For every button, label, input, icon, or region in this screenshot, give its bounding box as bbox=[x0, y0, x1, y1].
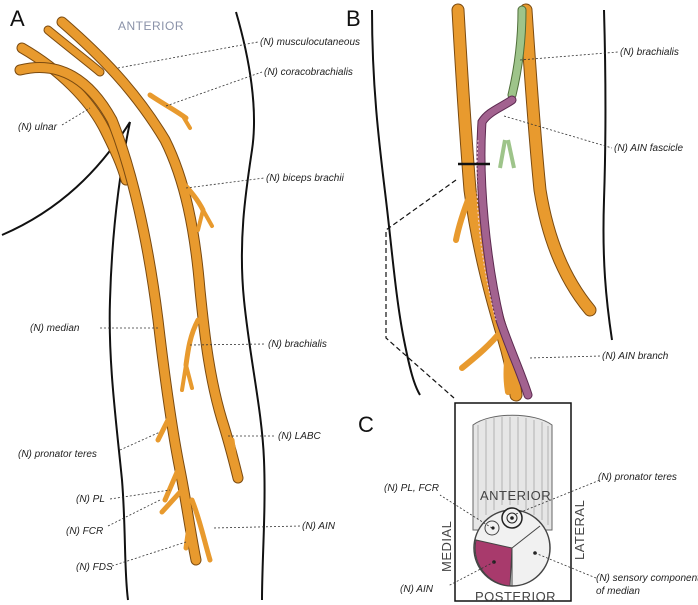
orientation-anterior: ANTERIOR bbox=[118, 19, 184, 33]
panel-label-a: A bbox=[10, 6, 25, 31]
nerve-branches bbox=[147, 92, 239, 563]
c-orientation-posterior: POSTERIOR bbox=[475, 589, 556, 604]
panel-c-leaders bbox=[439, 479, 601, 587]
label-ain-c: (N) AIN bbox=[400, 584, 434, 595]
label-ulnar: (N) ulnar bbox=[18, 122, 58, 133]
c-orientation-anterior: ANTERIOR bbox=[480, 488, 551, 503]
b-brachialis-nerve bbox=[519, 3, 597, 317]
panel-a-leaders bbox=[61, 41, 301, 567]
label-pl-fcr-c: (N) PL, FCR bbox=[384, 483, 439, 494]
c-orientation-medial: MEDIAL bbox=[439, 521, 454, 572]
label-ain-fascicle: (N) AIN fascicle bbox=[614, 143, 684, 154]
label-brachialis-b: (N) brachialis bbox=[620, 47, 679, 58]
musculocutaneous-nerve bbox=[56, 16, 244, 484]
label-ain-a: (N) AIN bbox=[302, 521, 336, 532]
arm-outline-lateral bbox=[235, 11, 266, 601]
label-sensory-line2: of median bbox=[596, 586, 640, 597]
label-pronator-teres-a: (N) pronator teres bbox=[18, 449, 97, 460]
c-cylinder bbox=[472, 414, 553, 531]
panel-c: C ANTERIOR POSTERIOR MEDIAL LATERAL (N) … bbox=[358, 402, 698, 604]
b-ain-fascicle bbox=[498, 5, 527, 169]
panel-label-c: C bbox=[358, 412, 374, 437]
label-biceps-brachii: (N) biceps brachii bbox=[266, 173, 345, 184]
b-zoom-guide bbox=[385, 179, 457, 399]
panel-b: B (N) brachialis (N) AIN fascicle (N) AI… bbox=[346, 3, 684, 402]
medial-cord bbox=[43, 25, 105, 77]
label-median: (N) median bbox=[30, 323, 80, 334]
label-sensory-line1: (N) sensory component bbox=[596, 573, 698, 584]
label-musculocutaneous: (N) musculocutaneous bbox=[260, 37, 360, 48]
label-pronator-teres-c: (N) pronator teres bbox=[598, 472, 677, 483]
panel-b-leaders bbox=[503, 51, 619, 359]
median-nerve bbox=[14, 61, 202, 566]
label-labc: (N) LABC bbox=[278, 431, 322, 442]
label-fds: (N) FDS bbox=[76, 562, 113, 573]
label-coracobrachialis: (N) coracobrachialis bbox=[264, 67, 353, 78]
arm-outline-medial bbox=[108, 121, 131, 601]
b-outline-right bbox=[602, 9, 613, 341]
label-fcr: (N) FCR bbox=[66, 526, 103, 537]
panel-a: A ANTERIOR (N) musculocutaneous (N) cora… bbox=[1, 6, 360, 601]
b-ain-branch bbox=[476, 95, 533, 400]
c-orientation-lateral: LATERAL bbox=[572, 500, 587, 560]
panel-label-b: B bbox=[346, 6, 361, 31]
label-ain-branch: (N) AIN branch bbox=[602, 351, 669, 362]
label-brachialis-a: (N) brachialis bbox=[268, 339, 327, 350]
label-pl: (N) PL bbox=[76, 494, 105, 505]
b-branches bbox=[453, 192, 511, 395]
c-cylinder-fibers bbox=[477, 417, 549, 525]
b-outline-left bbox=[371, 9, 421, 396]
